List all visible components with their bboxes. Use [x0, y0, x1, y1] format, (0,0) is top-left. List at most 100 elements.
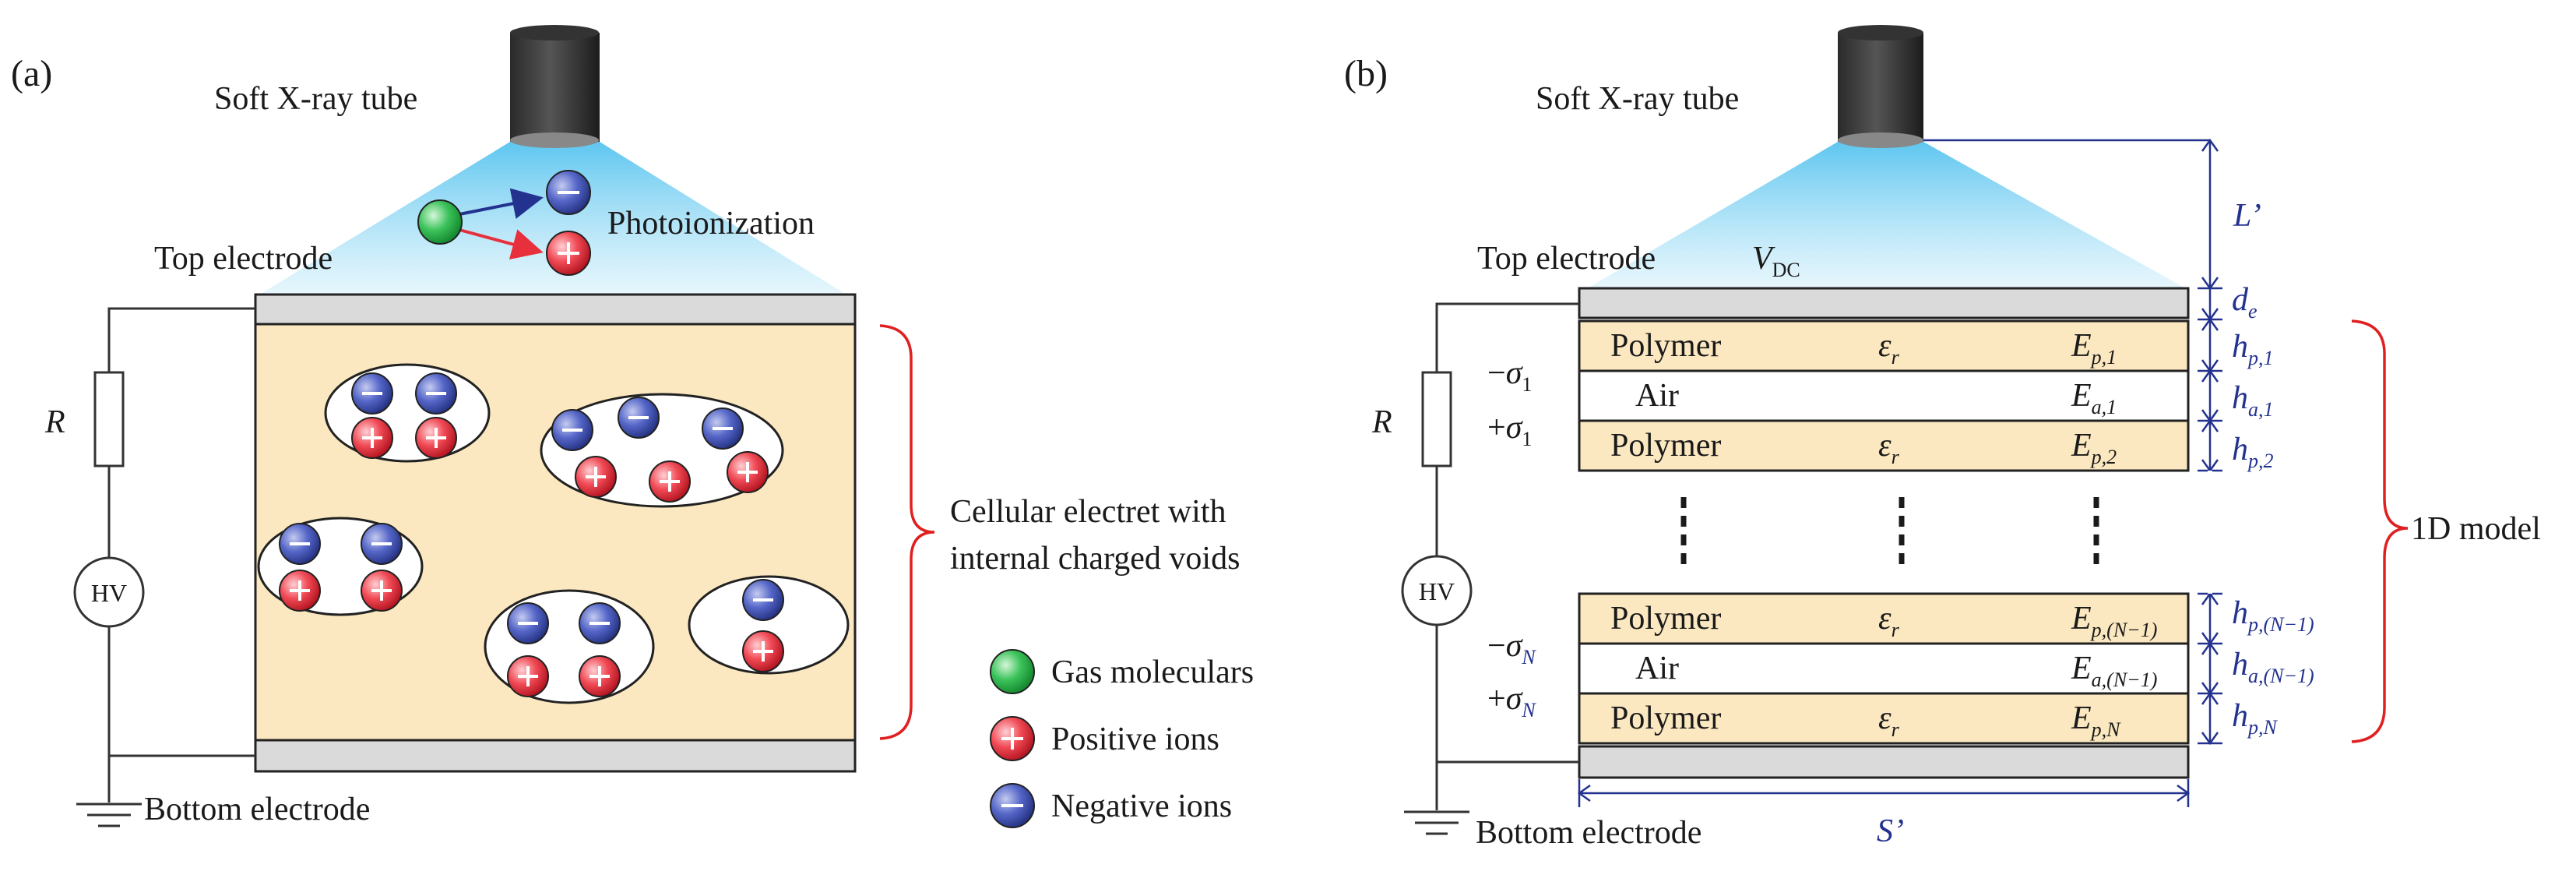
sigma-minus-n: −σN	[1487, 628, 1536, 669]
negative-ion-icon	[415, 372, 457, 415]
bottom-electrode-a	[254, 739, 857, 773]
bottom-electrode-label-b: Bottom electrode	[1476, 815, 1701, 851]
e-p1: Ep,1	[2071, 328, 2117, 369]
legend-positive-label: Positive ions	[1051, 721, 1219, 757]
model-label: 1D model	[2411, 511, 2541, 547]
sigma-minus-1: −σ1	[1487, 355, 1532, 396]
polymer-label-2: Polymer	[1610, 428, 1721, 464]
positive-ion-icon	[579, 655, 621, 697]
xray-tube-icon	[1838, 25, 1923, 148]
positive-ion-icon	[546, 231, 591, 276]
positive-ion-icon	[649, 460, 691, 503]
h-pn-label: hp,N	[2232, 698, 2279, 739]
width-dimension	[1577, 779, 2191, 807]
eps-r-1: εr	[1878, 328, 1900, 369]
layer-ellipsis	[1680, 497, 2099, 569]
photoionization-label: Photoionization	[607, 206, 815, 242]
negative-ion-icon	[279, 523, 321, 565]
h-a1-label: ha,1	[2232, 380, 2274, 421]
positive-ion-icon	[575, 456, 617, 498]
polymer-label-n: Polymer	[1610, 700, 1721, 736]
h-an-minus-1-label: ha,(N−1)	[2232, 647, 2314, 687]
hv-label-a: HV	[91, 579, 127, 607]
top-electrode-b	[1578, 287, 2190, 319]
legend-positive-icon	[990, 716, 1035, 761]
eps-r-2: εr	[1878, 428, 1900, 468]
sigma-plus-n: +σN	[1487, 681, 1536, 721]
resistor-label-a: R	[44, 404, 65, 440]
negative-ion-icon	[618, 397, 660, 439]
negative-ion-icon	[351, 372, 393, 415]
eps-r-n: εr	[1878, 700, 1900, 741]
resistor-label-b: R	[1371, 404, 1392, 440]
polymer-layer-2	[1578, 419, 2190, 472]
electret-label-line1: Cellular electret with	[950, 494, 1226, 530]
model-bracket	[2351, 319, 2409, 743]
top-electrode-label-b: Top electrode	[1477, 241, 1656, 277]
width-label: S’	[1877, 813, 1904, 849]
positive-ion-icon	[507, 655, 549, 697]
vdc-label: VDC	[1752, 241, 1800, 281]
negative-ion-icon	[742, 579, 784, 621]
panel-a: (a) Soft X-ray tube Photoionizatio	[11, 25, 1254, 828]
panel-b: (b) Soft X-ray tube Top electrode VDC Po…	[1344, 25, 2541, 851]
negative-ion-icon	[507, 602, 549, 644]
positive-ion-icon	[727, 451, 769, 493]
h-pn-minus-1-label: hp,(N−1)	[2232, 595, 2314, 636]
positive-ion-icon	[361, 570, 403, 612]
tube-distance-label: L’	[2233, 198, 2261, 234]
xray-tube-label: Soft X-ray tube	[214, 81, 417, 117]
legend-gas-label: Gas moleculars	[1051, 654, 1254, 690]
photoionization-illustration	[417, 170, 591, 276]
xray-beam	[257, 142, 849, 296]
hv-label-b: HV	[1419, 577, 1455, 605]
bottom-electrode-label-a: Bottom electrode	[144, 792, 370, 827]
panel-a-label: (a)	[11, 53, 52, 94]
positive-ion-icon	[351, 417, 393, 459]
positive-ion-icon	[742, 630, 784, 672]
negative-ion-icon	[361, 523, 403, 565]
top-electrode-a	[254, 293, 857, 326]
top-electrode-label-a: Top electrode	[154, 241, 333, 277]
air-layer-1	[1578, 369, 2190, 422]
h-p2-label: hp,2	[2232, 432, 2274, 472]
eps-r-n-minus-1: εr	[1878, 601, 1900, 641]
bottom-electrode-b	[1578, 745, 2190, 779]
polymer-label-1: Polymer	[1610, 328, 1721, 364]
negative-ion-icon	[579, 602, 621, 644]
electret-bracket	[879, 324, 935, 740]
circuit-b	[1401, 302, 1579, 835]
legend-negative-label: Negative ions	[1051, 788, 1232, 824]
electret-label-line2: internal charged voids	[950, 541, 1240, 577]
e-a1: Ea,1	[2071, 378, 2117, 418]
gas-molecule-icon	[417, 199, 463, 245]
circuit-a	[73, 307, 255, 827]
e-p2: Ep,2	[2071, 428, 2117, 468]
legend-gas-icon	[990, 649, 1035, 694]
e-pn-minus-1: Ep,(N−1)	[2071, 601, 2157, 641]
positive-ion-icon	[279, 570, 321, 612]
polymer-label-n-minus-1: Polymer	[1610, 601, 1721, 637]
positive-ion-icon	[415, 417, 457, 459]
xray-tube-label-b: Soft X-ray tube	[1536, 81, 1739, 117]
polymer-layer-n	[1578, 692, 2190, 745]
negative-ion-icon	[546, 170, 591, 215]
d-e-label: de	[2232, 282, 2258, 323]
air-label-n-minus-1: Air	[1635, 651, 1679, 686]
e-pn: Ep,N	[2071, 700, 2121, 741]
e-an-minus-1: Ea,(N−1)	[2071, 651, 2157, 691]
xray-beam-b	[1585, 142, 2188, 290]
air-label-1: Air	[1635, 378, 1679, 414]
sigma-plus-1: +σ1	[1487, 410, 1532, 450]
air-layer-n-minus-1	[1578, 642, 2190, 695]
negative-ion-icon	[551, 409, 593, 451]
legend: Gas moleculars Positive ions Negative io…	[990, 649, 1254, 828]
panel-b-label: (b)	[1344, 53, 1388, 94]
legend-negative-icon	[990, 783, 1035, 828]
h-p1-label: hp,1	[2232, 329, 2274, 369]
void-ions	[279, 372, 784, 697]
negative-ion-icon	[702, 407, 744, 450]
xray-tube-icon	[510, 25, 600, 148]
